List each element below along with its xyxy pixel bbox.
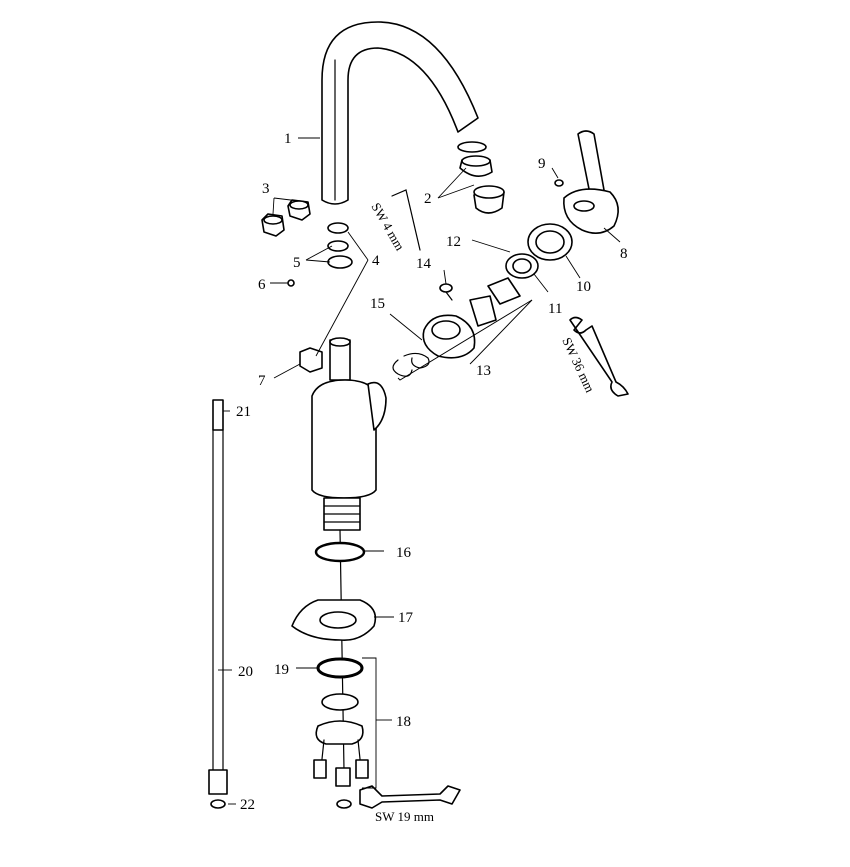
spout-part [321,21,479,205]
hex-key-tool [391,189,421,251]
callout-14: 14 [416,256,432,272]
callout-13: 13 [476,363,491,379]
callout-9: 9 [538,156,546,172]
callout-20: 20 [238,664,253,680]
leader-lines [218,137,621,805]
callout-3: 3 [262,181,270,197]
pin-part [287,279,295,287]
mounting-kit-part [313,657,369,809]
nut-part [261,199,311,237]
callout-4: 4 [372,253,380,269]
callout-15: 15 [370,296,385,312]
cartridge-part [422,277,521,359]
callout-2: 2 [424,191,432,207]
base-plate-part [291,599,377,642]
callout-17: 17 [398,610,414,626]
callout-16: 16 [396,545,412,561]
hex-key-label: SW 4 mm [368,200,407,253]
callout-18: 18 [396,714,411,730]
clip-part [299,347,323,373]
callout-19: 19 [274,662,289,678]
callout-8: 8 [620,246,628,262]
grub-screw-part [554,179,564,187]
large-o-ring-part [314,541,366,563]
wrench-36-tool [569,316,629,397]
callout-7: 7 [258,373,266,389]
callout-22: 22 [240,797,255,813]
aerator-part [457,141,505,214]
wrench-19-tool [359,785,461,809]
callout-numbers: 1 2 3 4 5 6 7 8 9 10 11 12 13 14 15 16 1… [236,131,628,813]
screw-part [439,283,453,301]
callout-1: 1 [284,131,292,147]
ring-part [505,253,539,279]
wrench-19-label: SW 19 mm [375,809,434,824]
cap-ring-part [527,223,573,261]
callout-5: 5 [293,255,301,271]
faucet-body-part [311,337,387,771]
callout-12: 12 [446,234,461,250]
handle-lever-part [563,130,619,234]
callout-6: 6 [258,277,266,293]
callout-11: 11 [548,301,562,317]
o-ring-set [327,222,353,269]
callout-21: 21 [236,404,251,420]
callout-10: 10 [576,279,591,295]
supply-hose-part [208,399,228,809]
